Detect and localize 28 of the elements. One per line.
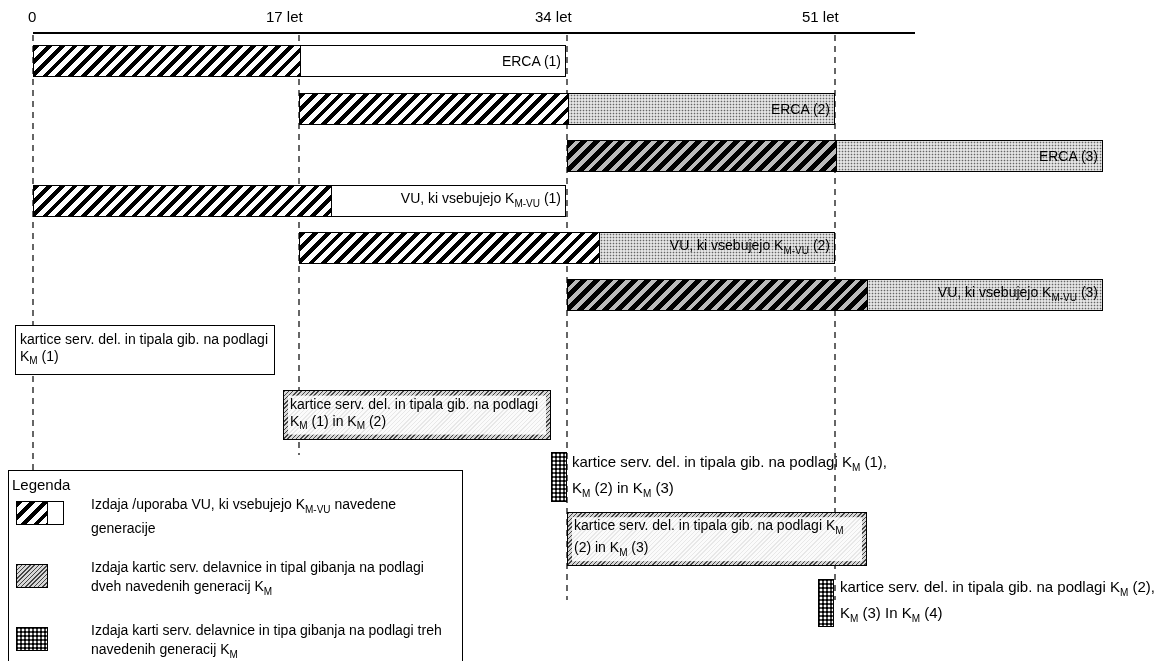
marker-square xyxy=(818,579,834,627)
legend-text: Izdaja kartic serv. delavnice in tipal gibanja na podlagi dveh navedenih generacij K$_{M}$ xyxy=(91,558,425,599)
timeline-bar xyxy=(567,279,1103,311)
bar-label: kartice serv. del. in tipala gib. na podlagi K$_{M}$ (1) xyxy=(20,330,269,369)
marker-square xyxy=(551,452,567,502)
bar-label: kartice serv. del. in tipala gib. na podlagi K$_{M}$ (2) in K$_{M}$ (3) xyxy=(572,517,862,561)
bar-label: ERCA (3) xyxy=(1038,147,1098,165)
timeline-bar xyxy=(299,232,835,264)
axis-tick-label: 34 let xyxy=(535,8,572,25)
timeline-bar xyxy=(33,185,566,217)
bar-label: kartice serv. del. in tipala gib. na podlagi K$_{M}$ (1), K$_{M}$ (2) in K$_{M}$ (3) xyxy=(572,452,888,501)
timeline-bar xyxy=(33,45,566,77)
timeline-bar xyxy=(15,325,275,375)
bar-label: VU, ki vsebujejo K$_{M-VU}$ (2) xyxy=(669,237,830,258)
axis-tick-label: 51 let xyxy=(802,8,839,25)
timeline-bar xyxy=(299,93,835,125)
bar-label: VU, ki vsebujejo K$_{M-VU}$ (1) xyxy=(400,190,561,211)
axis-tick-label: 0 xyxy=(28,8,37,25)
legend-text: Izdaja karti serv. delavnice in tipa gibanja na podlagi treh navedenih generacij K$_{M}$ xyxy=(91,621,443,661)
bar-label: kartice serv. del. in tipala gib. na podlagi K$_{M}$ (2), K$_{M}$ (3) In K$_{M}$ (4) xyxy=(840,577,1156,626)
bar-label: kartice serv. del. in tipala gib. na podlagi K$_{M}$ (1) in K$_{M}$ (2) xyxy=(288,395,546,435)
bar-label: VU, ki vsebujejo K$_{M-VU}$ (3) xyxy=(937,284,1098,305)
axis-tick-label: 17 let xyxy=(266,8,303,25)
bar-label: ERCA (2) xyxy=(770,100,830,118)
legend-text: Izdaja /uporaba VU, ki vsebujejo K$_{M-VU}$ navedene generacije xyxy=(91,495,397,538)
timeline-bar xyxy=(567,140,1103,172)
legend-title: Legenda xyxy=(12,476,71,493)
bar-label: ERCA (1) xyxy=(501,52,561,70)
